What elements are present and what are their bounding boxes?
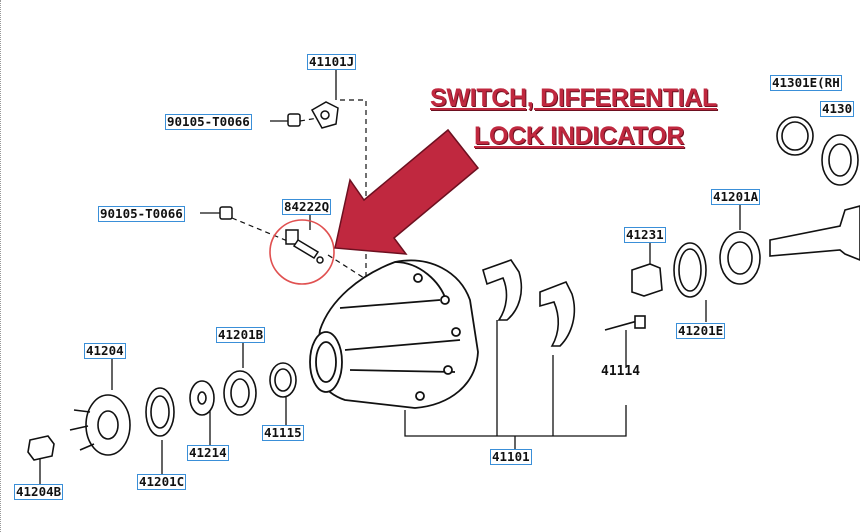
part-label-41101: 41101: [490, 449, 532, 465]
spacer-41231: [631, 263, 663, 297]
part-label-41204: 41204: [84, 343, 126, 359]
switch-84222q-body: [285, 229, 299, 245]
part-label-4130: 4130: [820, 101, 855, 117]
part-label-41114: 41114: [601, 364, 641, 379]
nut-41204b: [27, 435, 55, 461]
callout-title-line2: LOCK INDICATOR: [474, 122, 685, 150]
highlight-circle: [269, 219, 335, 285]
bolt-90105-top: [287, 113, 301, 127]
part-label-41201b: 41201B: [216, 327, 266, 343]
callout-title-line1: SWITCH, DIFFERENTIAL: [430, 84, 718, 112]
callout-arrow: [334, 128, 480, 255]
part-label-41204b: 41204B: [14, 484, 64, 500]
part-label-41101j: 41101J: [307, 54, 357, 70]
part-label-84222q: 84222Q: [282, 199, 332, 215]
part-label-41115: 41115: [262, 425, 304, 441]
part-label-41231: 41231: [624, 227, 666, 243]
part-label-90105-top: 90105-T0066: [165, 114, 252, 130]
bearing-cap-left: [482, 259, 523, 321]
part-label-41301e: 41301E(RH: [770, 75, 842, 91]
pinion-shaft: [769, 205, 860, 261]
bearing-cap-right: [539, 280, 576, 347]
bolt-90105-mid: [219, 206, 233, 220]
part-label-41201c: 41201C: [137, 474, 187, 490]
part-label-41201e: 41201E: [676, 323, 726, 339]
page-edge-left: [0, 0, 2, 532]
part-label-41214: 41214: [187, 445, 229, 461]
bracket-41101: [404, 405, 627, 437]
part-label-41201a: 41201A: [711, 189, 761, 205]
differential-housing: [309, 259, 479, 409]
part-label-90105-mid: 90105-T0066: [98, 206, 185, 222]
